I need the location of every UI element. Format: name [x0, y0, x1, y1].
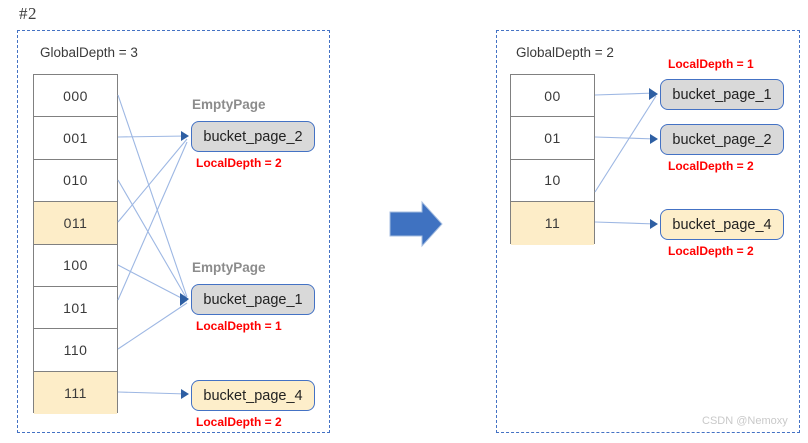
directory-slot[interactable]: 01 [511, 117, 594, 160]
bucket-page-box[interactable]: bucket_page_1 [191, 284, 315, 315]
empty-page-caption: EmptyPage [192, 97, 266, 112]
bucket-page-box[interactable]: bucket_page_2 [191, 121, 315, 152]
directory-table-before: 000 001 010 011 100 101 110 111 [33, 74, 118, 415]
local-depth-label: LocalDepth = 2 [668, 159, 754, 173]
bucket-page-box[interactable]: bucket_page_4 [191, 380, 315, 411]
bucket-page-box[interactable]: bucket_page_2 [660, 124, 784, 155]
directory-slot[interactable]: 010 [34, 159, 117, 203]
local-depth-label: LocalDepth = 2 [196, 156, 282, 170]
directory-slot[interactable]: 110 [34, 329, 117, 372]
directory-slot[interactable]: 101 [34, 286, 117, 330]
right-arrow-icon [389, 200, 443, 248]
directory-slot[interactable]: 000 [34, 75, 117, 118]
directory-slot[interactable]: 011 [34, 202, 117, 245]
directory-table-after: 00 01 10 11 [510, 74, 595, 245]
global-depth-label-before: GlobalDepth = 3 [40, 45, 138, 60]
local-depth-label: LocalDepth = 2 [196, 415, 282, 429]
global-depth-label-after: GlobalDepth = 2 [516, 45, 614, 60]
directory-slot[interactable]: 001 [34, 117, 117, 160]
page-title: #2 [19, 4, 37, 23]
directory-slot[interactable]: 100 [34, 244, 117, 287]
directory-slot[interactable]: 00 [511, 75, 594, 118]
empty-page-caption: EmptyPage [192, 260, 266, 275]
local-depth-label: LocalDepth = 1 [196, 319, 282, 333]
bucket-page-box[interactable]: bucket_page_4 [660, 209, 784, 240]
directory-slot[interactable]: 11 [511, 202, 594, 245]
directory-slot[interactable]: 10 [511, 159, 594, 203]
local-depth-label: LocalDepth = 2 [668, 244, 754, 258]
local-depth-label: LocalDepth = 1 [668, 57, 754, 71]
watermark: CSDN @Nemoxy [702, 415, 788, 427]
bucket-page-box[interactable]: bucket_page_1 [660, 79, 784, 110]
directory-slot[interactable]: 111 [34, 371, 117, 415]
